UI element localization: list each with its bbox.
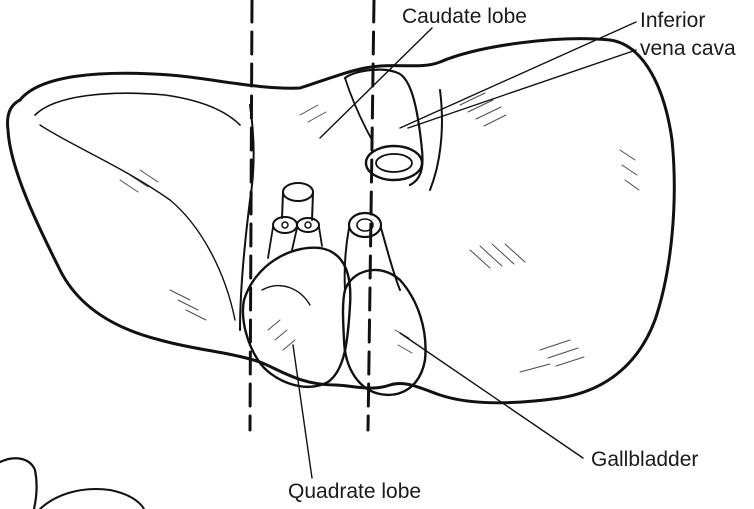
vessel-mid-small-lumen	[304, 221, 312, 229]
caudate-lobe-label: Caudate lobe	[402, 5, 527, 28]
caudate-pointer	[319, 27, 433, 139]
vessel-small-bodies	[267, 226, 323, 259]
vessel-left-small	[272, 216, 298, 234]
gallbladder-shape	[341, 268, 427, 397]
left-lobe-contour-2	[39, 124, 236, 321]
gallbladder-label: Gallbladder	[591, 448, 699, 471]
caudate-lobe-edge	[344, 77, 373, 141]
ivc-pointer-2	[407, 49, 637, 129]
bottom-left-structure-2	[39, 488, 145, 509]
vessel-mid-small	[296, 217, 320, 233]
liver-outline	[6, 37, 676, 405]
left-lobe-contour	[34, 92, 241, 126]
central-ridge-right	[429, 89, 443, 191]
inferior-vena-cava-label-line2: vena cava	[640, 37, 736, 60]
quadrate-lobe-label: Quadrate lobe	[288, 480, 422, 503]
quadrate-lobe-inner	[261, 285, 311, 306]
quadrate-pointer	[292, 344, 313, 479]
vessel-top-body	[281, 192, 314, 221]
bile-duct-opening	[347, 211, 383, 239]
ivc-opening-inner	[375, 153, 413, 173]
cut-line-left	[248, 0, 254, 432]
cut-line-right	[366, 0, 376, 432]
bottom-left-structure	[0, 457, 38, 509]
hatching	[119, 92, 640, 373]
pointer-lines	[292, 21, 637, 479]
bile-duct-body	[343, 227, 401, 291]
ivc-pointer	[399, 21, 637, 129]
bile-duct-lumen	[356, 218, 374, 232]
vessel-top	[282, 182, 314, 202]
vessel-left-small-lumen	[281, 221, 289, 229]
inferior-vena-cava-label-line1: Inferior	[640, 9, 706, 32]
gallbladder-pointer	[399, 332, 584, 459]
ivc-opening-outer	[364, 144, 424, 182]
